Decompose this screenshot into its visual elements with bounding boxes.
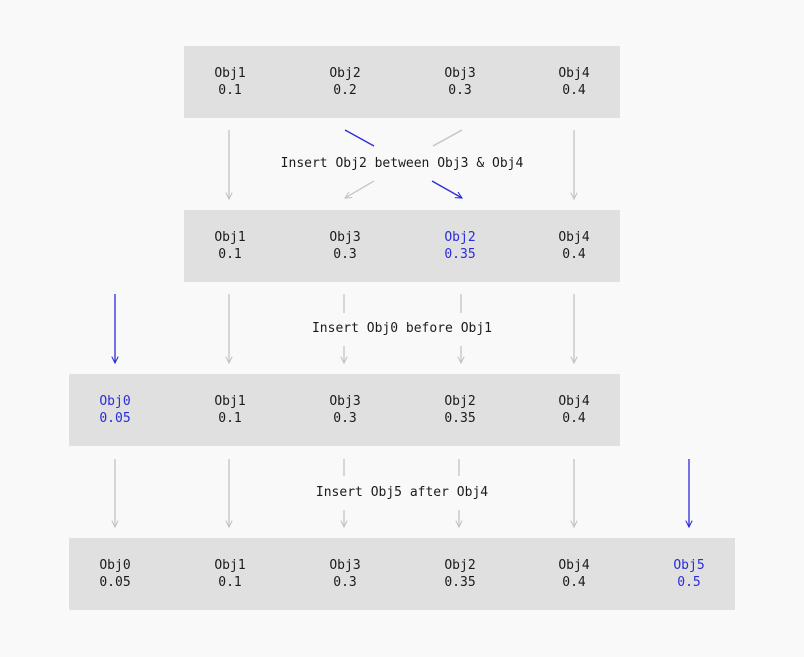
step-2-label: Insert Obj2 between Obj3 & Obj4	[280, 156, 524, 171]
step-3-label: Insert Obj0 before Obj1	[311, 321, 492, 336]
arrow-obj3-move-end	[345, 180, 375, 198]
step-4-label: Insert Obj5 after Obj4	[315, 485, 489, 500]
arrow-obj3-move-start	[432, 129, 463, 147]
arrow-obj2-move-end	[431, 180, 462, 198]
arrow-obj2-move-start	[344, 129, 375, 147]
